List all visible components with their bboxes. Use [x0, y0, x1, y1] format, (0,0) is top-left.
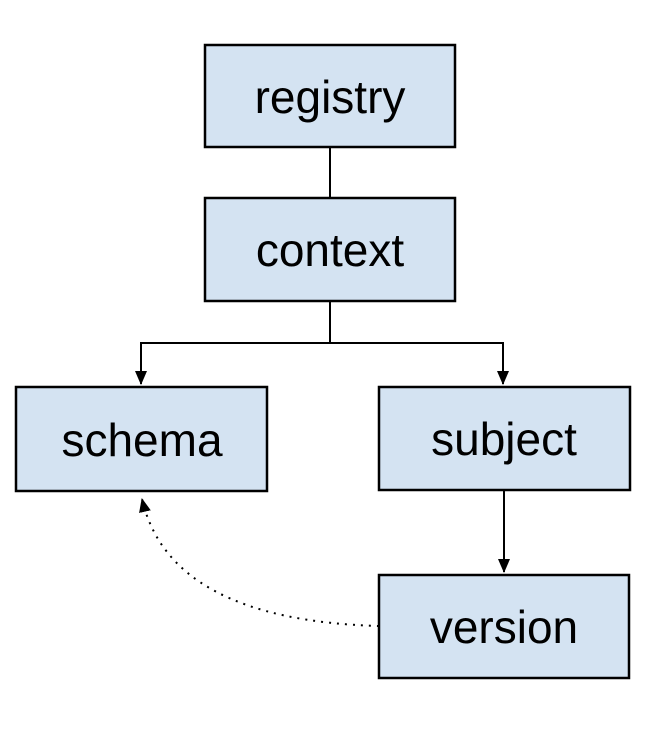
node-schema: schema: [14, 385, 269, 493]
edge-layer: [135, 147, 510, 627]
node-schema-label: schema: [61, 414, 222, 466]
node-subject: subject: [377, 385, 632, 492]
node-subject-box: [377, 385, 632, 492]
node-version: version: [377, 573, 631, 680]
edge-context-subject: [330, 342, 509, 385]
node-schema-box: [14, 385, 269, 493]
node-context: context: [203, 196, 457, 303]
node-version-box: [377, 573, 631, 680]
node-subject-label: subject: [431, 413, 577, 465]
node-version-label: version: [430, 601, 578, 653]
node-registry: registry: [203, 43, 457, 149]
edge-context-schema: [135, 342, 330, 385]
node-context-box: [203, 196, 457, 303]
node-context-label: context: [256, 224, 405, 276]
node-registry-box: [203, 43, 457, 149]
node-layer: registry context schema subject version: [14, 43, 632, 680]
edge-version-schema-dotted: [139, 498, 380, 627]
node-registry-label: registry: [255, 71, 406, 123]
